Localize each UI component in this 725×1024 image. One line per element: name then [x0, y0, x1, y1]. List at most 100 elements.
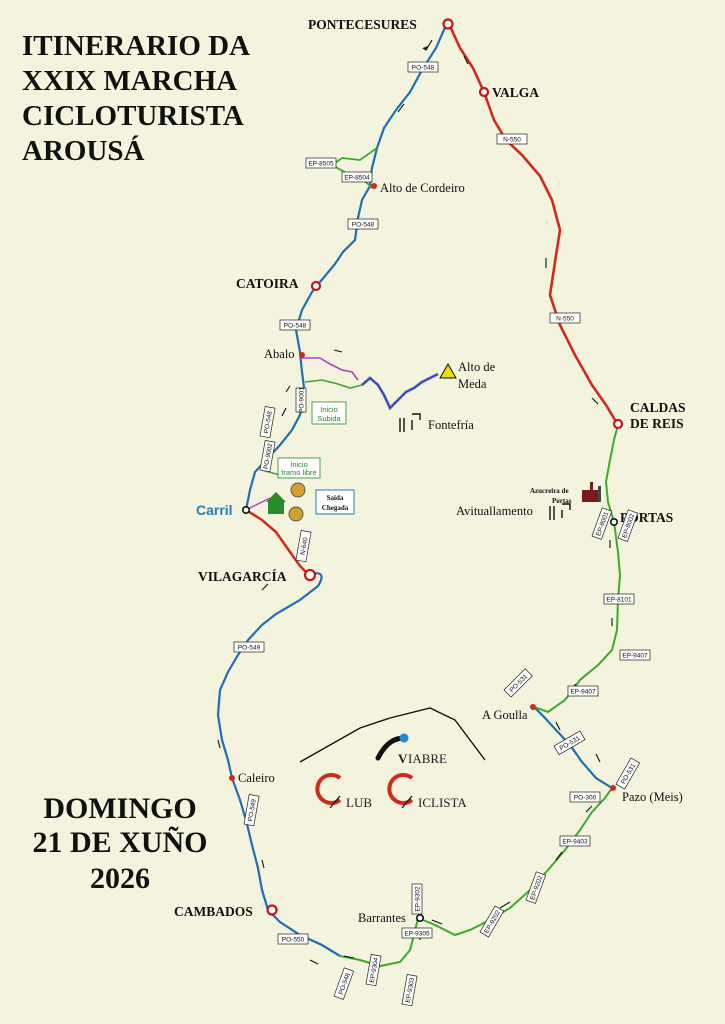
route-blue-meis [533, 706, 613, 789]
road-po548-4: PO-548 [263, 410, 274, 434]
road-ep8101: EP-8101 [606, 597, 632, 604]
route-climb-meda-blue [361, 373, 439, 410]
road-po550: PO-550 [282, 937, 305, 944]
road-po9002: PO-9002 [263, 442, 274, 469]
food-drink-icon [399, 413, 421, 432]
road-ep9304: EP-9304 [369, 957, 380, 984]
label-azucreira-2: Portas [552, 497, 572, 505]
label-caldas: CALDAS [630, 400, 686, 415]
marker-alto-cordeiro [371, 183, 377, 189]
road-ep9407-1: EP-9407 [622, 653, 648, 660]
label-fontefria: Fontefría [428, 418, 474, 432]
label-inicio-tramo-1: Inicio [290, 460, 308, 469]
route-purple-abalo [302, 357, 359, 381]
date-line-2: 21 DE XUÑO [32, 826, 207, 859]
road-n550-1: N-550 [503, 137, 521, 144]
inicio-subida-box [311, 401, 347, 425]
logo-ciclista: ICLISTA [418, 795, 467, 810]
label-pazo-meis: Pazo (Meis) [622, 790, 683, 804]
label-pontecesures: PONTECESURES [308, 17, 417, 32]
marker-vilagarcia [303, 568, 317, 582]
route-green-barrantes [339, 787, 613, 968]
route-green-portas [533, 424, 622, 714]
marker-carril [242, 505, 251, 514]
marker-caldas [612, 418, 624, 430]
label-valga: VALGA [492, 85, 539, 100]
road-po9001: PO-9001 [299, 387, 306, 413]
label-inicio-subida-1: Inicio [320, 405, 338, 414]
town-markers [266, 18, 624, 916]
route-red-vilagarcia [245, 508, 309, 575]
marker-abalo [299, 352, 305, 358]
parking-icon-bottom [288, 506, 304, 522]
label-caleiro: Caleiro [238, 771, 275, 785]
label-de-reis: DE REIS [630, 416, 684, 431]
route-red-n550 [447, 23, 620, 426]
club-logo: V IABRE LUB ICLISTA [299, 707, 486, 810]
factory-icon [582, 482, 601, 502]
title-line-1: ITINERARIO DA [22, 30, 250, 62]
road-po549-2: PO-549 [247, 798, 258, 822]
road-po300: PO-300 [574, 795, 597, 802]
date-line-1: DOMINGO [43, 792, 196, 825]
refreshment-icon [549, 503, 571, 520]
label-catoira: CATOIRA [236, 276, 299, 291]
label-inicio-subida-2: Subida [317, 414, 341, 423]
label-inicio-tramo-2: tramo libre [281, 468, 316, 477]
start-finish-box [315, 489, 355, 515]
marker-barrantes [415, 913, 424, 922]
road-ep9403: EP-9403 [562, 839, 588, 846]
label-abalo: Abalo [264, 347, 295, 361]
small-markers [229, 183, 618, 922]
marker-pontecesures [442, 18, 454, 30]
road-n550-2: N-550 [556, 316, 574, 323]
road-ep9302: EP-9302 [415, 886, 422, 912]
label-vilagarcia: VILAGARCÍA [198, 569, 287, 584]
road-po548-3: PO-548 [284, 323, 307, 330]
road-labels: PO-548 N-550 N-550 PO-548 PO-548 EP-8505… [233, 61, 651, 1007]
marker-a-goulla [530, 704, 536, 710]
marker-cambados [266, 904, 278, 916]
title-line-3: CICLOTURISTA [22, 100, 244, 132]
route-blue-south [216, 572, 341, 957]
direction-arrows [217, 39, 613, 965]
label-avituallamento: Avituallamento [456, 504, 533, 518]
mountain-icon [439, 362, 457, 379]
marker-caleiro [229, 775, 235, 781]
road-ep9303: EP-9303 [405, 977, 416, 1004]
logo-club: LUB [346, 795, 372, 810]
marker-catoira [310, 280, 322, 292]
route-blue-north [244, 22, 449, 511]
label-carril: Carril [196, 502, 233, 518]
marker-pazo [610, 785, 616, 791]
label-barrantes: Barrantes [358, 911, 406, 925]
road-ep9407-2: EP-9407 [570, 689, 596, 696]
logo-v: V [398, 751, 408, 766]
inicio-tramo-box [277, 457, 321, 479]
date-line-3: 2026 [90, 862, 150, 895]
label-alto-meda-2: Meda [458, 377, 487, 391]
title-line-4: AROUSÁ [22, 134, 145, 167]
road-po548-1: PO-548 [412, 65, 435, 72]
road-n640: N-640 [300, 537, 310, 556]
label-a-goulla: A Goulla [482, 708, 528, 722]
label-cambados: CAMBADOS [174, 904, 253, 919]
logo-viabre: IABRE [408, 751, 447, 766]
parking-icon-top [290, 482, 306, 498]
title-line-2: XXIX MARCHA [22, 65, 237, 97]
road-ep8504: EP-8504 [344, 175, 370, 182]
road-ep9305: EP-9305 [404, 931, 430, 938]
road-po549: PO-549 [238, 645, 261, 652]
label-alto-cordeiro: Alto de Cordeiro [380, 181, 465, 195]
road-ep8505: EP-8505 [308, 161, 334, 168]
road-po548-2: PO-548 [352, 222, 375, 229]
label-azucreira-1: Azucreira de [530, 487, 569, 495]
label-chegada: Chegada [322, 504, 349, 512]
label-alto-meda-1: Alto de [458, 360, 496, 374]
marker-valga [478, 86, 490, 98]
route-purple-carril [245, 497, 271, 511]
marker-portas [609, 517, 618, 526]
label-saida: Saída [327, 494, 344, 502]
